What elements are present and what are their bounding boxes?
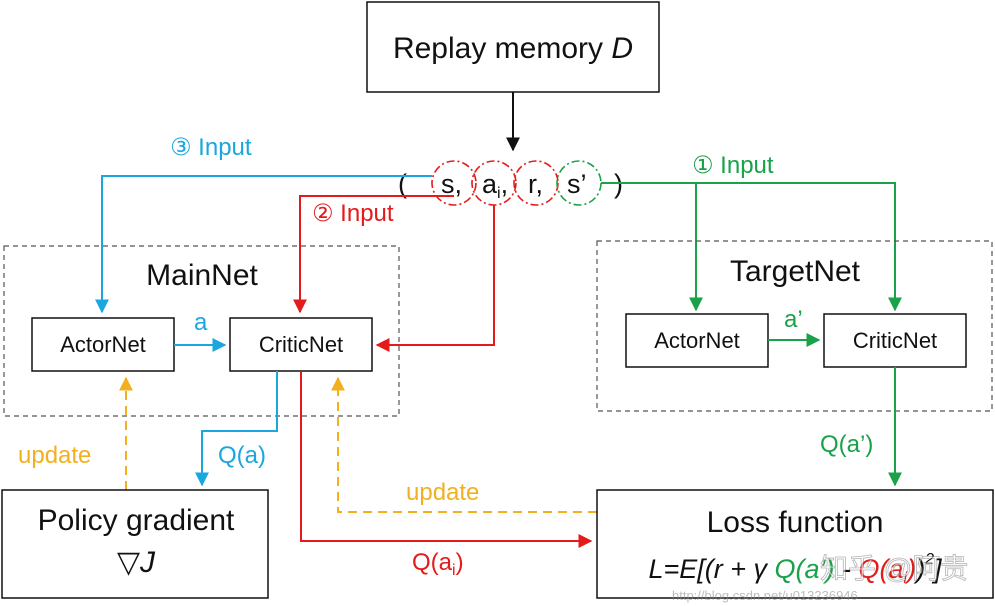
mainnet-title: MainNet xyxy=(146,259,258,292)
tuple-a: a xyxy=(482,169,498,199)
q-a-label: Q(a) xyxy=(218,442,266,469)
tuple-s: s, xyxy=(441,169,462,199)
loss-eq-q-target: Q(a’) xyxy=(775,554,835,584)
update-right-label: update xyxy=(406,479,479,506)
input1-label: ① Input xyxy=(692,152,774,179)
tuple-a-comma: , xyxy=(501,169,509,199)
replay-memory-var: D xyxy=(611,32,633,65)
targetnet-actor-node: ActorNet xyxy=(625,313,769,368)
mainnet-group: MainNet ActorNet CriticNet a xyxy=(3,245,400,417)
mainnet-critic-node: CriticNet xyxy=(229,317,373,372)
policy-gradient-node: Policy gradient ▽J xyxy=(1,489,269,599)
tuple-r-circle xyxy=(513,160,559,206)
watermark-url: http://blog.csdn.net/u013236946 xyxy=(672,588,858,603)
watermark-text: 知乎 @阿贵 xyxy=(820,553,968,584)
loss-eq-start: L=E[(r + γ xyxy=(648,554,774,584)
tuple-r: r, xyxy=(528,169,543,199)
loss-eq-exp: 2 xyxy=(924,551,934,568)
tuple-s-circle xyxy=(431,160,477,206)
svg-text:Replay memory D: Replay memory D xyxy=(393,32,633,65)
q-ai-close: ) xyxy=(456,549,464,576)
tuple-a-sub: i xyxy=(497,185,501,202)
loss-equation: L=E[(r + γ Q(a’) - Q(ai))2] xyxy=(648,551,943,587)
loss-update-critic-arrow xyxy=(331,376,597,513)
transition-tuple: ( s, ai, r, s’ ) xyxy=(398,160,623,206)
loss-eq-q-main-sub: i xyxy=(904,570,908,587)
loss-eq-q-main-close: ) xyxy=(904,554,916,584)
critic-q-to-policy-arrow xyxy=(195,371,278,487)
replay-memory-node: Replay memory D xyxy=(366,1,660,93)
tuple-open-paren: ( xyxy=(398,169,407,199)
targetnet-action-label: a’ xyxy=(784,306,803,333)
targetnet-title: TargetNet xyxy=(730,255,861,288)
loss-function-node: Loss function L=E[(r + γ Q(a’) - Q(ai))2… xyxy=(596,489,994,599)
watermark: 知乎 @阿贵 http://blog.csdn.net/u013236946 xyxy=(672,553,969,603)
input2-label: ② Input xyxy=(312,200,394,227)
action-to-critic-arrow xyxy=(375,205,495,352)
mainnet-critic-label: CriticNet xyxy=(259,332,343,357)
input3-flow: ③ Input xyxy=(95,134,432,314)
policy-gradient-symbol: ▽J xyxy=(117,546,156,579)
loss-eq-q-main: Q(a xyxy=(859,554,904,584)
targetnet-actor-label: ActorNet xyxy=(654,328,740,353)
input3-label: ③ Input xyxy=(170,134,252,161)
mainnet-actor-label: ActorNet xyxy=(60,332,146,357)
input2-flow: ② Input xyxy=(293,195,454,314)
loss-eq-end: ) xyxy=(913,554,925,584)
q-ai-label-group: Q(ai) xyxy=(412,549,464,579)
update-left-label: update xyxy=(18,442,91,469)
replay-memory-label: Replay memory xyxy=(393,32,611,65)
targetnet-critic-node: CriticNet xyxy=(823,313,967,368)
targetnet-group: TargetNet ActorNet CriticNet a’ xyxy=(596,240,993,412)
q-a-prime-label: Q(a’) xyxy=(820,431,873,458)
loss-function-title: Loss function xyxy=(707,506,884,539)
tuple-sp: s’ xyxy=(567,169,587,199)
targetnet-critic-label: CriticNet xyxy=(853,328,937,353)
loss-eq-bracket: ] xyxy=(931,554,943,584)
critic-q-ai-to-loss-arrow xyxy=(300,371,593,548)
policy-gradient-title: Policy gradient xyxy=(38,504,235,537)
mainnet-action-label: a xyxy=(194,309,208,336)
input1-flow: ① Input xyxy=(601,152,902,312)
loss-eq-minus: - xyxy=(835,554,859,584)
q-ai-sub: i xyxy=(452,562,456,579)
q-ai-label: Q(a xyxy=(412,549,453,576)
tuple-a-group: ai, xyxy=(482,169,508,202)
mainnet-actor-node: ActorNet xyxy=(31,317,175,372)
